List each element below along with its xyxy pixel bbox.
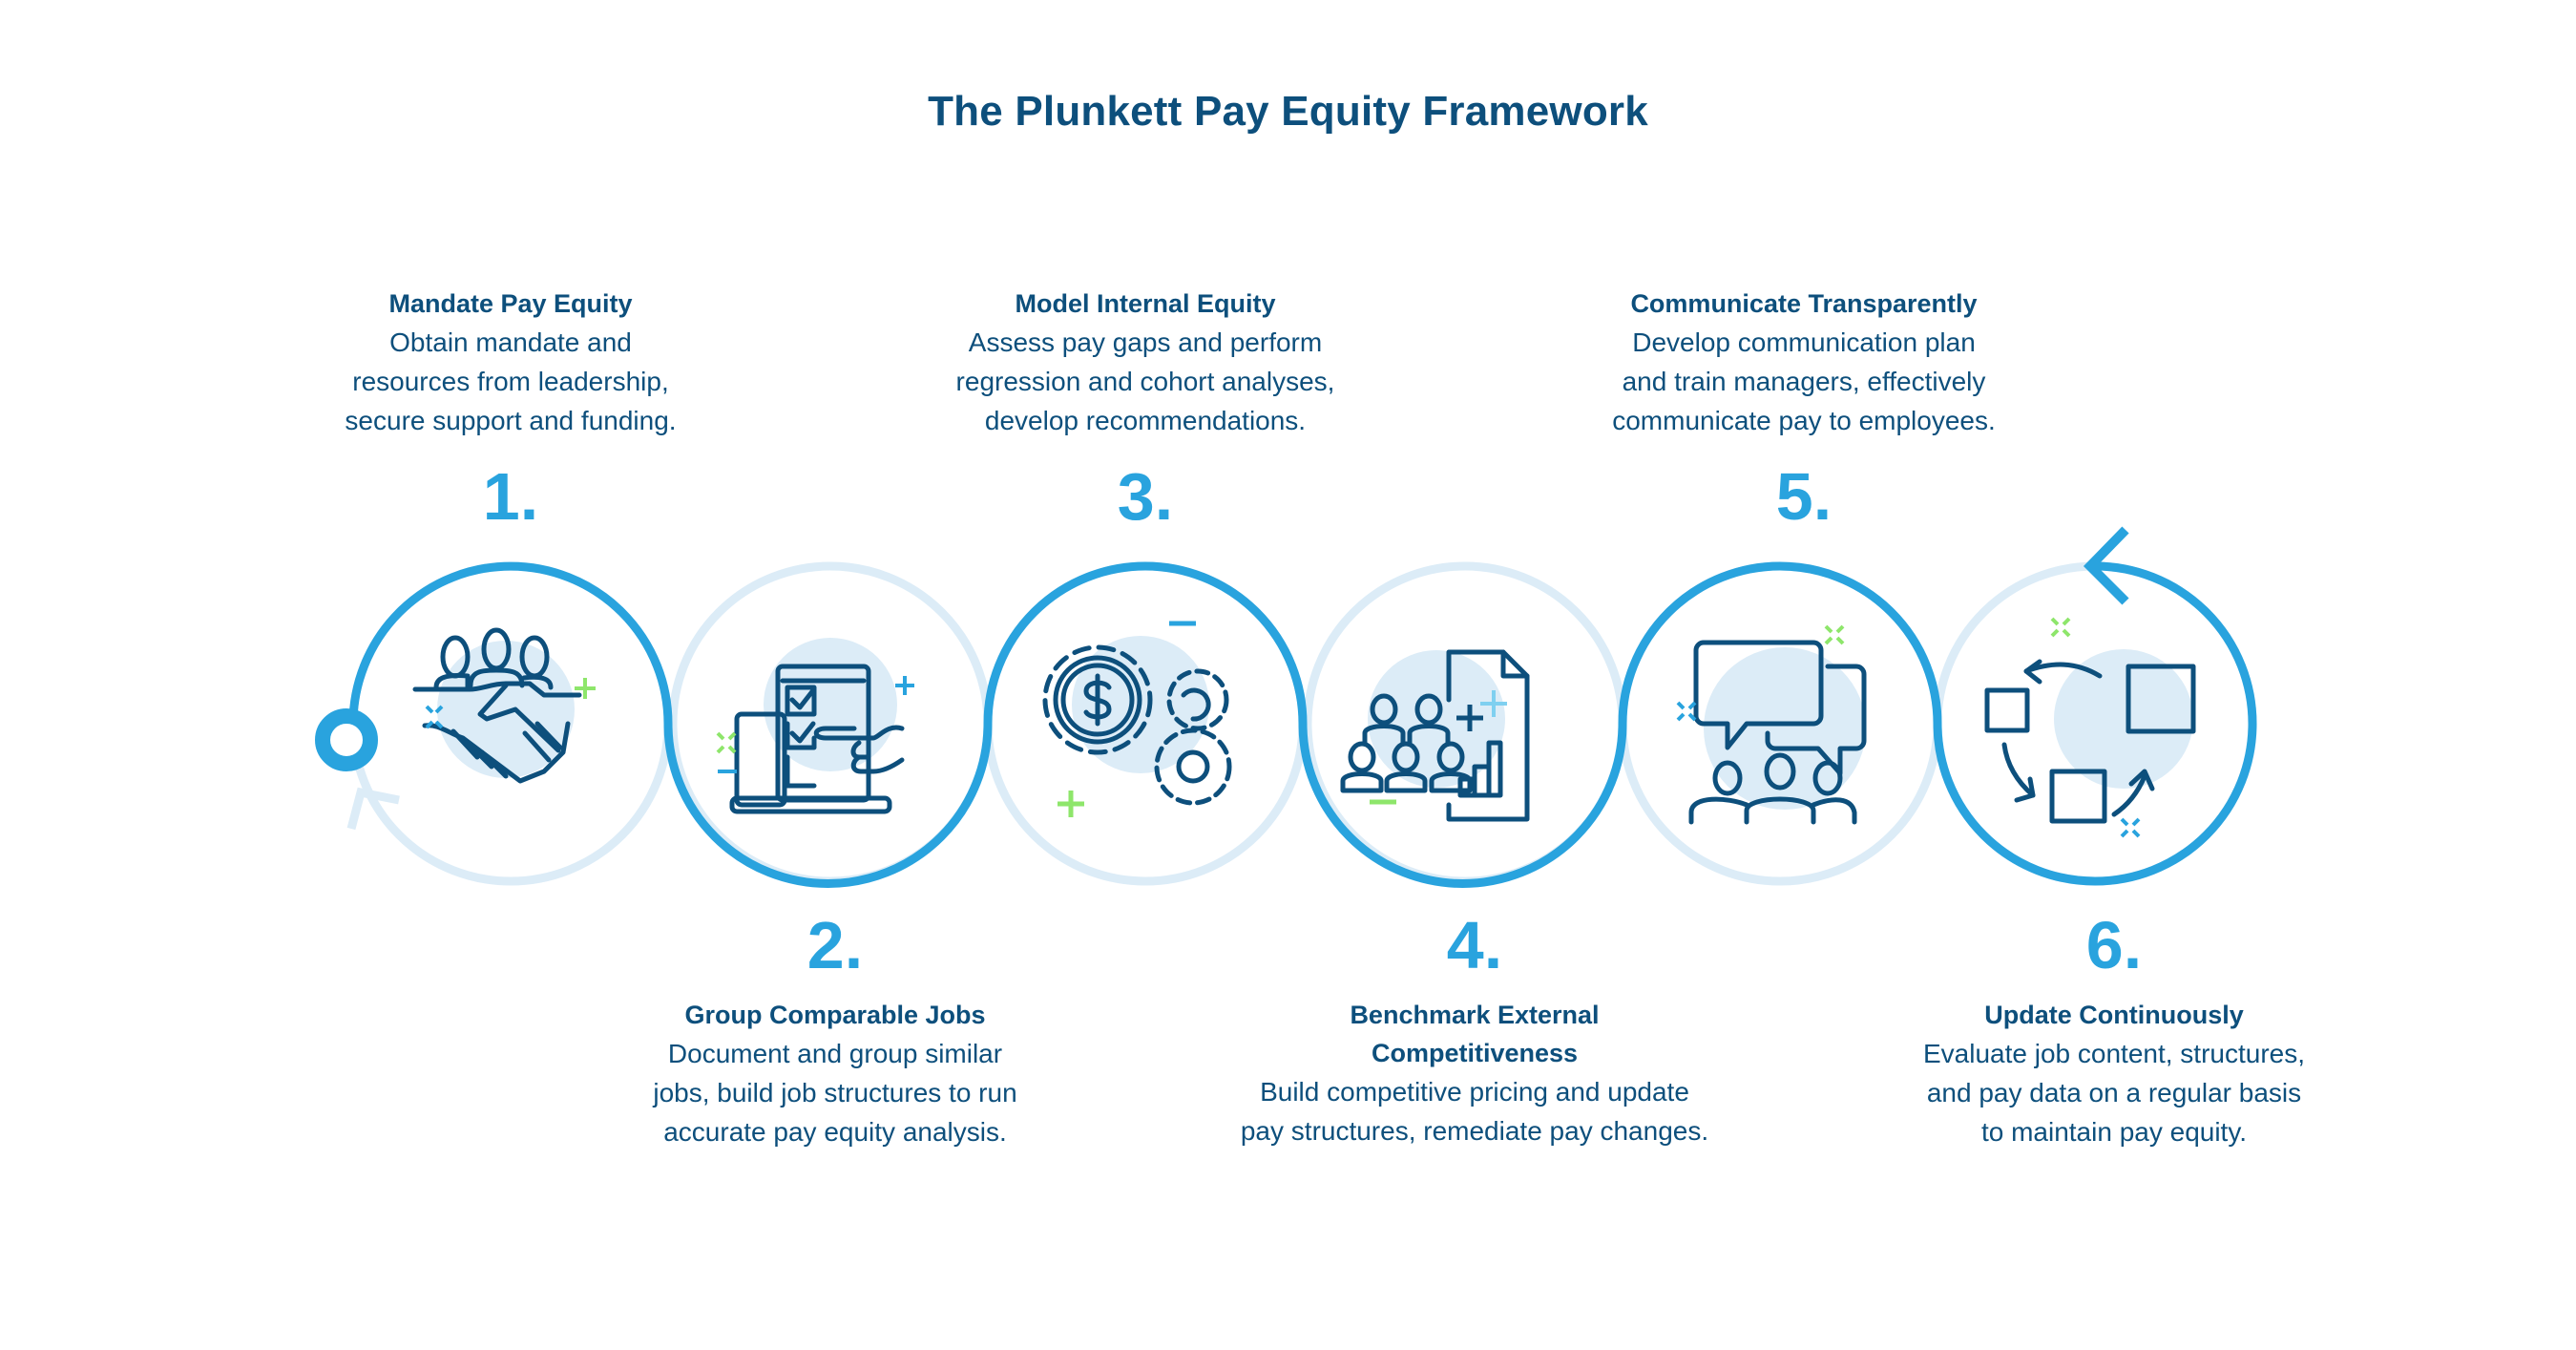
step-1-desc-line-1: Obtain mandate and	[389, 327, 632, 357]
step-5-desc-line-2: and train managers, effectively	[1622, 367, 1986, 396]
step-3-desc-line-2: regression and cohort analyses,	[955, 367, 1335, 396]
step-1-text: Mandate Pay Equity Obtain mandate and re…	[282, 285, 740, 440]
step-6-number: 6.	[2085, 908, 2143, 982]
step-4-desc-line-2: pay structures, remediate pay changes.	[1240, 1116, 1709, 1146]
step-2-desc-line-1: Document and group similar	[667, 1039, 1003, 1068]
step-5-desc-line-3: communicate pay to employees.	[1612, 406, 1996, 435]
step-3-desc-line-3: develop recommendations.	[984, 406, 1307, 435]
end-arrow-icon	[2083, 526, 2129, 605]
step-5-desc-line-1: Develop communication plan	[1632, 327, 1976, 357]
step-2-desc-line-2: jobs, build job structures to run	[653, 1078, 1017, 1107]
step-4-text: Benchmark External Competitiveness Build…	[1226, 996, 1723, 1150]
step-1-number: 1.	[482, 459, 539, 534]
step-2-number: 2.	[806, 908, 864, 982]
step-1-heading: Mandate Pay Equity	[388, 289, 633, 318]
step-4-number: 4.	[1446, 908, 1503, 982]
start-arrow-light-icon	[346, 787, 400, 831]
step-6-desc-line-2: and pay data on a regular basis	[1926, 1078, 2302, 1107]
step-2-heading: Group Comparable Jobs	[684, 1001, 986, 1029]
step-4-heading-line-1: Benchmark External	[1350, 1001, 1600, 1029]
step-3-desc-line-1: Assess pay gaps and perform	[968, 327, 1323, 357]
step-1-desc-line-2: resources from leadership,	[352, 367, 669, 396]
page-title: The Plunkett Pay Equity Framework	[928, 88, 1648, 135]
step-3-heading: Model Internal Equity	[1015, 289, 1276, 318]
step-2-text: Group Comparable Jobs Document and group…	[606, 996, 1064, 1151]
handshake-team-icon	[412, 627, 596, 784]
step-5-text: Communicate Transparently Develop commun…	[1575, 285, 2033, 440]
step-1-desc-line-3: secure support and funding.	[345, 406, 677, 435]
checklist-laptop-icon	[716, 638, 914, 814]
chat-bubbles-people-icon	[1676, 624, 1867, 825]
step-3-number: 3.	[1117, 459, 1174, 534]
cycle-squares-icon	[1984, 617, 2196, 838]
step-2-desc-line-3: accurate pay equity analysis.	[663, 1117, 1007, 1147]
step-5-number: 5.	[1775, 459, 1833, 534]
step-4-desc-line-1: Build competitive pricing and update	[1260, 1077, 1689, 1107]
step-3-text: Model Internal Equity Assess pay gaps an…	[916, 285, 1374, 440]
step-6-desc-line-1: Evaluate job content, structures,	[1923, 1039, 2305, 1068]
people-report-chart-icon	[1340, 649, 1530, 822]
step-4-heading-line-2: Competitiveness	[1371, 1039, 1579, 1067]
step-6-heading: Update Continuously	[1984, 1001, 2244, 1029]
step-5-heading: Communicate Transparently	[1630, 289, 1978, 318]
step-6-text: Update Continuously Evaluate job content…	[1885, 996, 2343, 1151]
start-ring-icon	[315, 708, 378, 771]
dollar-gears-icon	[1042, 621, 1232, 817]
step-6-desc-line-3: to maintain pay equity.	[1980, 1117, 2248, 1147]
active-path	[348, 561, 2257, 888]
